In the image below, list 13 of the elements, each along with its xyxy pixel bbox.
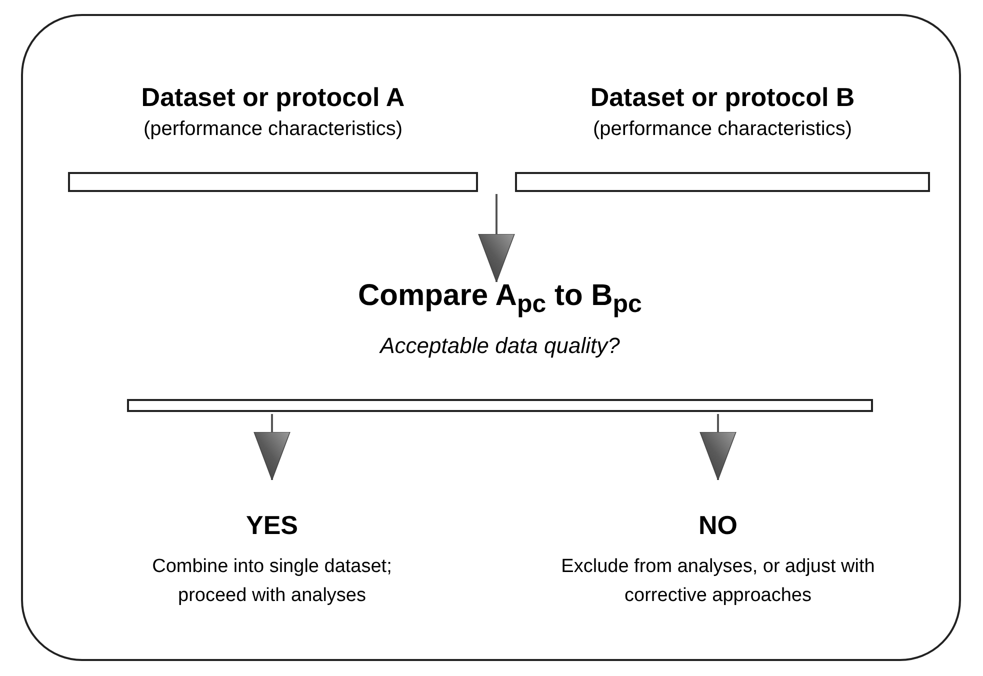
subtitle: (performance characteristics) [144,117,402,142]
arrow [254,414,290,480]
answer-heading: NO [698,510,738,542]
answer-heading: YES [246,510,298,542]
heading: Dataset or protocol B [590,82,855,114]
arrow [478,194,515,282]
description: Exclude from analyses, or adjust with corrective approaches [560,555,876,608]
subtitle: (performance characteristics) [593,117,852,142]
arrow [700,414,736,480]
heading: Compare A$_{pc}$ to B$_{pc}$ [358,278,642,319]
heading: Dataset or protocol A [141,82,405,114]
description: Combine into single dataset; proceed with analyses [151,555,393,608]
question: Acceptable data quality? [380,333,620,360]
